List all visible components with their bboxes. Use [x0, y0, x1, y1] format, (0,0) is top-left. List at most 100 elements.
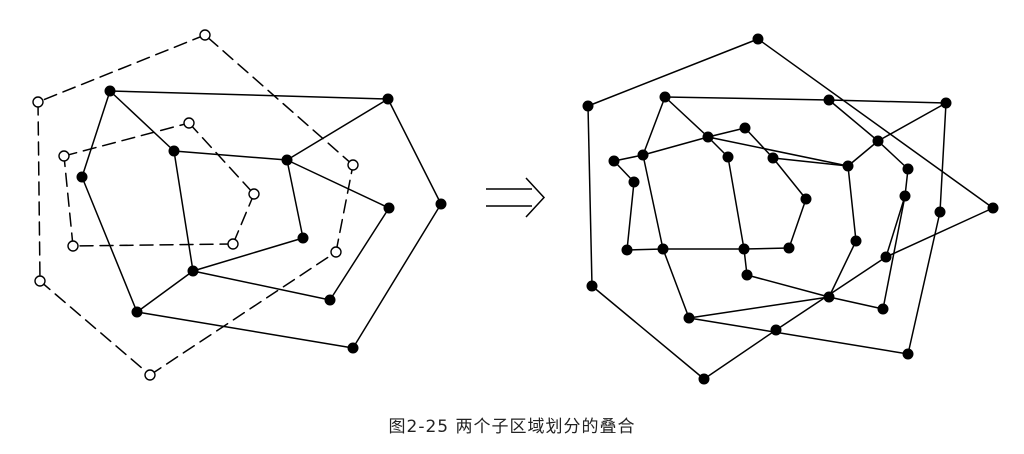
overlay-edge-25	[882, 195, 906, 310]
overlay-edge-15	[642, 96, 666, 156]
overlay-node-18	[877, 303, 889, 315]
solid-node-12	[297, 232, 309, 244]
dashed-edge-5	[335, 164, 354, 253]
overlay-edge-28	[707, 127, 746, 138]
overlay-edge-10	[939, 102, 947, 213]
overlay-edge-36	[727, 156, 745, 250]
dashed-edge-2	[37, 101, 41, 282]
overlay-edge-17	[877, 140, 909, 170]
overlay-edge-21	[847, 140, 879, 167]
overlay-edge-23	[828, 240, 857, 298]
solid-node-8	[281, 154, 293, 166]
solid-edge-3	[352, 203, 442, 349]
overlay-node-4	[698, 373, 710, 385]
overlay-edge-32	[743, 247, 790, 250]
overlay-node-6	[902, 348, 914, 360]
dashed-node-2	[32, 96, 44, 108]
solid-edge-9	[286, 98, 389, 161]
double-right-arrow-icon	[486, 177, 546, 218]
dashed-node-11	[67, 240, 79, 252]
dashed-node-6	[330, 246, 342, 258]
overlay-edge-30	[772, 157, 807, 200]
solid-edge-14	[173, 150, 194, 272]
overlay-edge-3	[591, 285, 705, 380]
overlay-edge-29	[744, 127, 774, 159]
overlay-node-11	[902, 163, 914, 175]
overlay-node-28	[800, 193, 812, 205]
overlay-edge-44	[746, 274, 830, 298]
solid-edge-16	[192, 237, 304, 272]
overlay-node-30	[738, 243, 750, 255]
solid-edge-13	[136, 270, 194, 313]
overlay-node-21	[739, 122, 751, 134]
overlay-edge-12	[688, 317, 909, 355]
dashed-edge-10	[72, 243, 234, 247]
overlay-node-32	[621, 244, 633, 256]
dashed-edge-7	[63, 122, 190, 157]
overlay-edge-8	[664, 96, 830, 101]
overlay-node-1	[752, 33, 764, 45]
overlay-node-12	[899, 190, 911, 202]
left-subdivisions-panel	[32, 29, 447, 381]
overlay-edge-42	[626, 248, 664, 251]
solid-edge-6	[81, 90, 111, 178]
overlay-node-15	[823, 291, 835, 303]
solid-node-5	[131, 306, 143, 318]
solid-node-11	[187, 265, 199, 277]
overlay-edge-37	[772, 157, 849, 167]
dashed-edge-3	[39, 280, 151, 376]
dashed-edge-8	[188, 122, 255, 195]
dashed-node-4	[144, 369, 156, 381]
overlay-edge-14	[642, 154, 664, 250]
solid-edge-12	[192, 270, 331, 301]
overlay-edge-20	[877, 102, 947, 142]
solid-node-9	[383, 202, 395, 214]
overlay-edge-1	[587, 38, 759, 107]
overlay-node-9	[940, 97, 952, 109]
overlay-node-3	[586, 280, 598, 292]
dashed-node-1	[199, 29, 211, 41]
overlay-node-8	[823, 94, 835, 106]
overlay-node-20	[842, 160, 854, 172]
overlay-edge-24	[688, 296, 830, 319]
solid-edge-2	[387, 98, 442, 205]
overlay-edge-6	[885, 207, 994, 258]
overlay-node-31	[657, 243, 669, 255]
overlay-node-29	[783, 242, 795, 254]
overlay-node-16	[683, 312, 695, 324]
overlay-edge-13	[662, 248, 690, 319]
overlay-edge-22	[847, 165, 857, 242]
overlay-node-14	[880, 251, 892, 263]
solid-node-10	[324, 294, 336, 306]
overlay-node-2	[582, 100, 594, 112]
overlay-node-22	[702, 131, 714, 143]
solid-edge-4	[136, 311, 354, 349]
dashed-node-8	[183, 117, 195, 129]
dashed-edge-6	[204, 34, 354, 166]
dashed-node-10	[227, 238, 239, 250]
dashed-edge-1	[37, 34, 206, 103]
solid-node-3	[435, 198, 447, 210]
solid-node-1	[104, 85, 116, 97]
overlay-edge-7	[757, 38, 994, 209]
dashed-node-9	[248, 188, 260, 200]
overlay-node-19	[850, 235, 862, 247]
solid-node-6	[76, 171, 88, 183]
overlay-edge-41	[626, 181, 635, 251]
solid-edge-11	[329, 207, 390, 301]
overlay-node-10	[872, 135, 884, 147]
dashed-node-7	[58, 150, 70, 162]
solid-node-2	[382, 93, 394, 105]
dashed-edge-11	[63, 155, 74, 247]
overlay-edge-4	[703, 329, 777, 380]
overlay-edge-11	[907, 211, 941, 355]
solid-node-4	[347, 342, 359, 354]
overlay-node-33	[741, 269, 753, 281]
figure-caption: 图2-25 两个子区域划分的叠合	[388, 417, 636, 437]
solid-edge-1	[109, 90, 389, 100]
overlay-node-23	[722, 151, 734, 163]
solid-edge-5	[81, 176, 138, 313]
dashed-subdivision	[32, 29, 359, 381]
dashed-node-3	[34, 275, 46, 287]
